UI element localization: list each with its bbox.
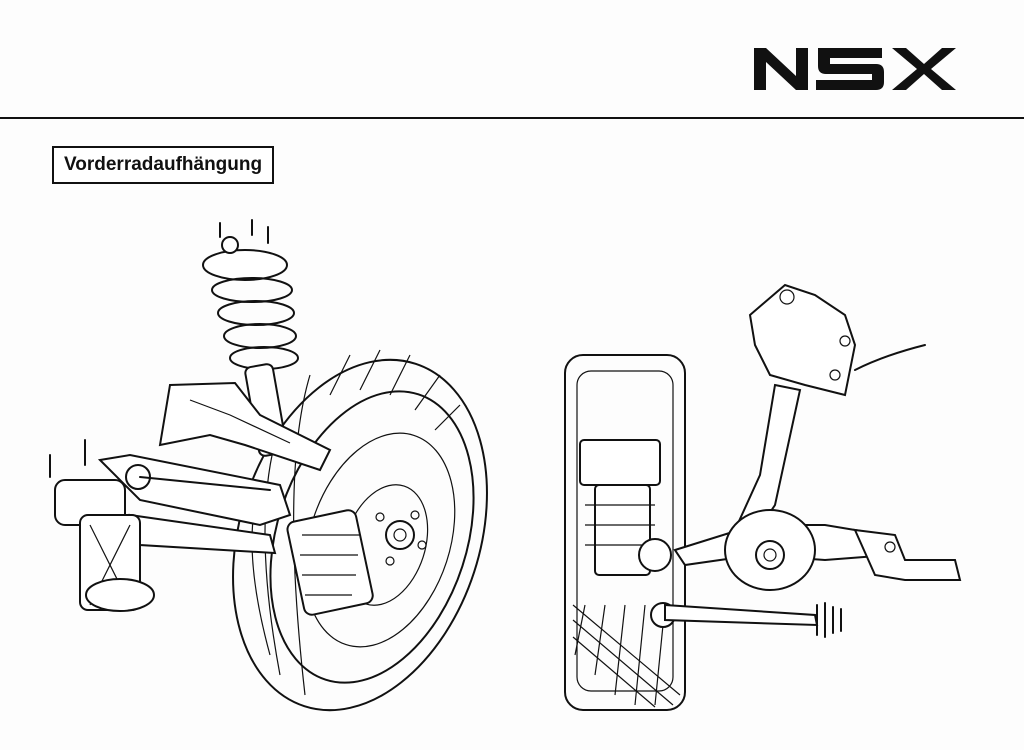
front-suspension-front-view-drawing bbox=[564, 283, 962, 711]
section-title: Vorderradaufhängung bbox=[52, 146, 275, 184]
front-suspension-perspective-drawing bbox=[49, 219, 488, 712]
header-divider bbox=[0, 117, 1024, 119]
nsx-logo bbox=[754, 48, 956, 90]
